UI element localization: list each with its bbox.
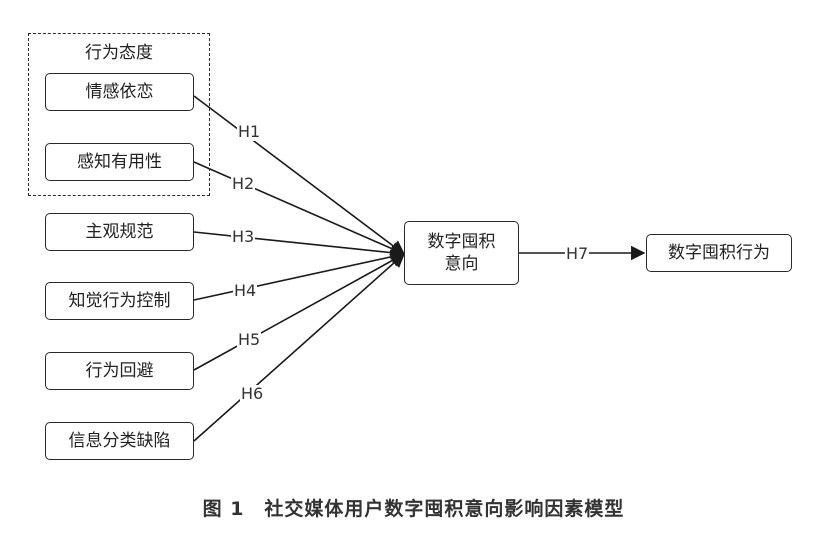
- label-h7: H7: [565, 244, 590, 263]
- label-h4: H4: [233, 281, 258, 300]
- label-h2: H2: [231, 174, 256, 193]
- figure-caption: 图 1 社交媒体用户数字囤积意向影响因素模型: [202, 498, 625, 520]
- node-emotional-attachment: 情感依恋: [45, 73, 194, 111]
- edge-h1: [193, 95, 406, 255]
- hoarding-intention-line2: 意向: [444, 254, 479, 274]
- label-h1: H1: [237, 122, 262, 141]
- node-information-classification-deficiency: 信息分类缺陷: [45, 422, 194, 460]
- node-hoarding-behavior: 数字囤积行为: [646, 234, 792, 272]
- behavioral-attitude-group: [28, 33, 210, 196]
- edge-h5: [193, 253, 406, 371]
- node-subjective-norm: 主观规范: [45, 213, 194, 251]
- label-h5: H5: [237, 330, 262, 349]
- behavioral-attitude-title: 行为态度: [85, 43, 153, 63]
- node-perceived-behavioral-control: 知觉行为控制: [45, 282, 194, 320]
- edge-h4: [193, 249, 406, 301]
- edge-h3: [193, 231, 406, 260]
- label-h6: H6: [240, 384, 265, 403]
- edge-h6: [193, 253, 406, 442]
- hoarding-intention-line1: 数字囤积: [427, 232, 496, 252]
- node-hoarding-intention: 数字囤积 意向: [404, 221, 519, 285]
- edge-h2: [193, 161, 406, 256]
- node-behavioral-avoidance: 行为回避: [45, 352, 194, 390]
- label-h3: H3: [231, 227, 256, 246]
- node-perceived-usefulness: 感知有用性: [45, 143, 194, 181]
